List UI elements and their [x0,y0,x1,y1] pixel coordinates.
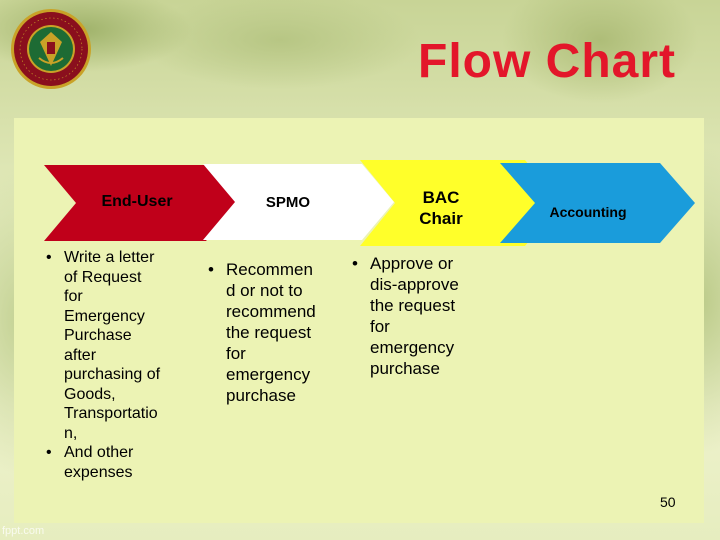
list-item: And other expenses [46,443,196,482]
list-item: Write a letter of Request for Emergency … [46,248,196,443]
chevron-label-bac-chair: BAC Chair [408,187,474,229]
spmo-description: Recommen d or not to recommend the reque… [208,259,358,406]
svg-text:fppt.com: fppt.com [2,525,44,537]
chevron-label-end-user: End-User [101,193,173,210]
page-number: 50 [660,494,676,510]
chevron-label-bac-line1: BAC [422,188,460,207]
chevron-bac-chair [360,160,560,246]
chevron-label-accounting: Accounting [549,204,627,220]
university-seal-logo [11,9,91,89]
chevron-label-bac-line2: Chair [419,209,463,228]
end-user-description: Write a letter of Request for Emergency … [46,248,196,482]
chevron-accounting [500,163,695,243]
bac-chair-description: Approve or dis-approve the request for e… [352,253,502,379]
chevron-end-user [44,165,238,241]
chevron-label-spmo: SPMO [265,194,311,211]
list-item: Approve or dis-approve the request for e… [352,253,502,379]
fppt-watermark-logo: fppt.com [2,525,44,537]
list-item: Recommen d or not to recommend the reque… [208,259,358,406]
chevron-spmo [203,164,394,240]
slide-title: Flow Chart [418,35,676,88]
